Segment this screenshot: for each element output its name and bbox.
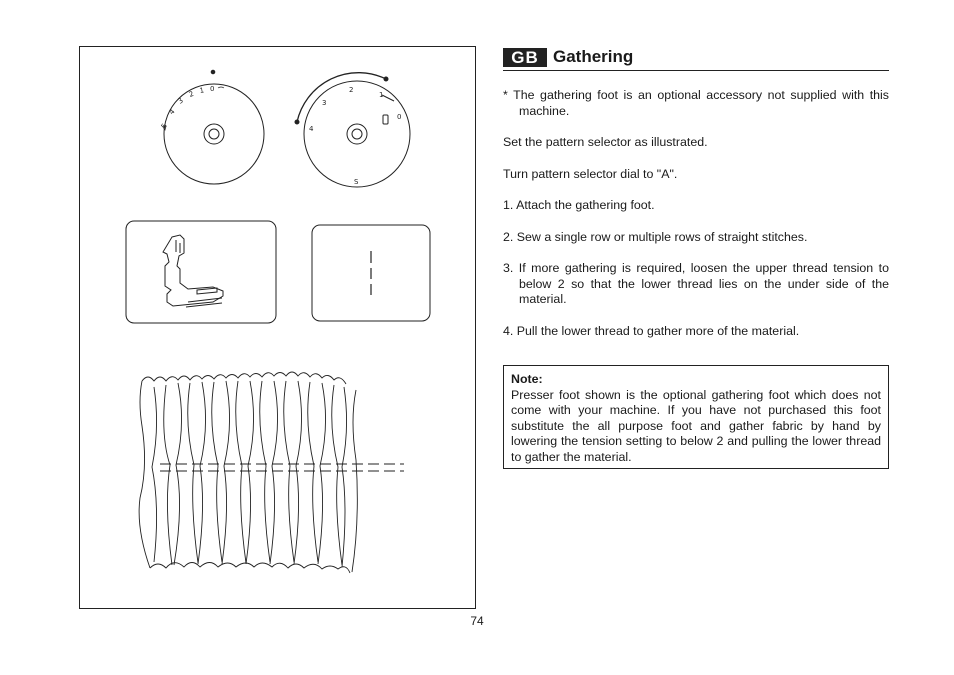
pattern-selector-dial xyxy=(294,72,411,188)
pattern-label-s: S xyxy=(354,178,359,186)
pattern-label-0: 0 xyxy=(397,113,401,121)
instructions: * The gathering foot is an optional acce… xyxy=(503,88,889,339)
stitch-length-dial xyxy=(163,69,265,185)
set-selector-text: Set the pattern selector as illustrated. xyxy=(503,135,708,149)
length-label-2: 2 xyxy=(188,90,195,99)
gathered-fabric-illustration xyxy=(138,371,358,574)
gathering-stitch-lines xyxy=(160,463,404,472)
illustration-drawing: 5 4 3 2 1 0 4 3 2 1 0 S xyxy=(125,69,431,574)
length-wave-icon xyxy=(217,86,225,89)
length-label-3: 3 xyxy=(177,97,185,106)
length-label-4: 4 xyxy=(168,107,177,116)
turn-dial-text: Turn pattern selector dial to "A". xyxy=(503,166,678,181)
stitch-length-dial-labels: 5 4 3 2 1 0 xyxy=(160,85,215,130)
gathering-foot-icon xyxy=(162,234,224,308)
note-title: Note: xyxy=(511,372,543,386)
accessory-note: * The gathering foot is an optional acce… xyxy=(503,88,889,118)
pattern-label-3: 3 xyxy=(322,99,326,107)
pattern-label-2: 2 xyxy=(349,86,353,94)
section-heading: GB Gathering xyxy=(503,46,889,71)
length-triangle-icon xyxy=(162,125,167,131)
note-text: Presser foot shown is the optional gathe… xyxy=(511,387,881,464)
step-4: 4. Pull the lower thread to gather more … xyxy=(503,323,800,338)
step-2: 2. Sew a single row or multiple rows of … xyxy=(503,229,808,244)
pattern-label-4: 4 xyxy=(309,125,314,133)
stitch-pattern-box xyxy=(311,224,431,322)
language-badge: GB xyxy=(503,48,547,67)
pattern-dial-labels: 4 3 2 1 0 S xyxy=(309,86,401,186)
pattern-label-1: 1 xyxy=(379,91,383,99)
illustration-panel: 5 4 3 2 1 0 4 3 2 1 0 S xyxy=(79,46,476,609)
length-label-0: 0 xyxy=(210,85,214,93)
length-label-1: 1 xyxy=(199,86,205,95)
step-1: 1. Attach the gathering foot. xyxy=(503,198,655,212)
step-3: 3. If more gathering is required, loosen… xyxy=(503,261,889,306)
note-box: Note: Presser foot shown is the optional… xyxy=(503,365,889,469)
section-title: Gathering xyxy=(553,47,634,66)
length-label-5: 5 xyxy=(160,122,169,130)
page-number: 74 xyxy=(470,614,484,628)
presser-foot-box xyxy=(125,220,277,324)
